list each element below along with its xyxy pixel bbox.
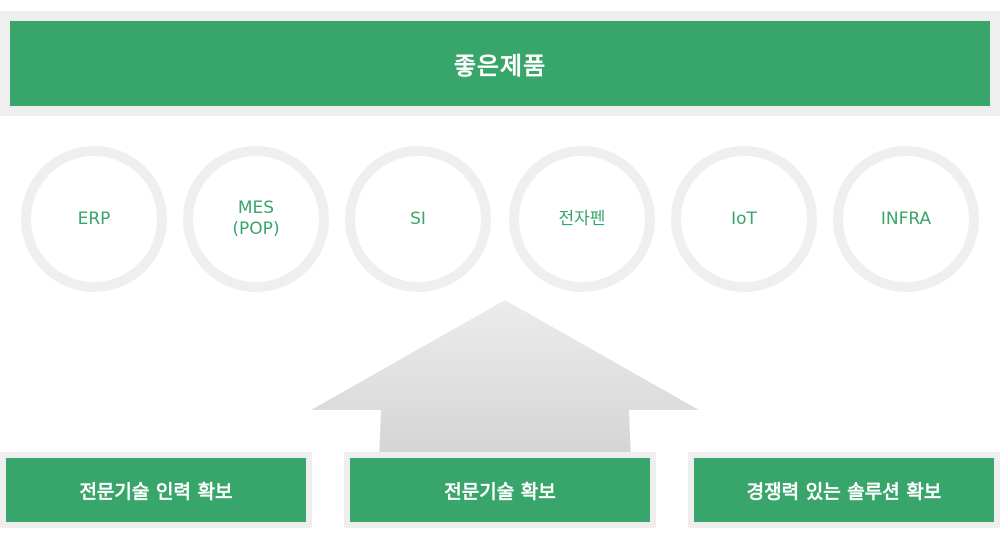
product-circles: ERP MES (POP) SI 전자펜 IoT INFRA [0,146,1000,292]
product-circle-si: SI [345,146,491,292]
product-label: ERP [77,208,111,229]
foundation-box-personnel: 전문기술 인력 확보 [0,452,312,528]
foundation-box-technology: 전문기술 확보 [344,452,656,528]
up-arrow-icon [311,300,699,460]
title-frame: 좋은제품 [0,11,1000,116]
product-circle-e-pen: 전자펜 [509,146,655,292]
product-circle-infra: INFRA [833,146,979,292]
product-label: 전자펜 [558,208,606,229]
foundation-label: 전문기술 확보 [350,458,650,522]
foundation-label: 경쟁력 있는 솔루션 확보 [694,458,994,522]
title-banner: 좋은제품 [10,21,990,106]
product-circle-erp: ERP [21,146,167,292]
product-label: SI [410,208,426,229]
foundation-label: 전문기술 인력 확보 [6,458,306,522]
product-label: IoT [731,208,757,229]
product-label: INFRA [880,208,932,229]
product-circle-mes: MES (POP) [183,146,329,292]
product-label: MES (POP) [232,198,280,239]
product-circle-iot: IoT [671,146,817,292]
foundation-box-solution: 경쟁력 있는 솔루션 확보 [688,452,1000,528]
